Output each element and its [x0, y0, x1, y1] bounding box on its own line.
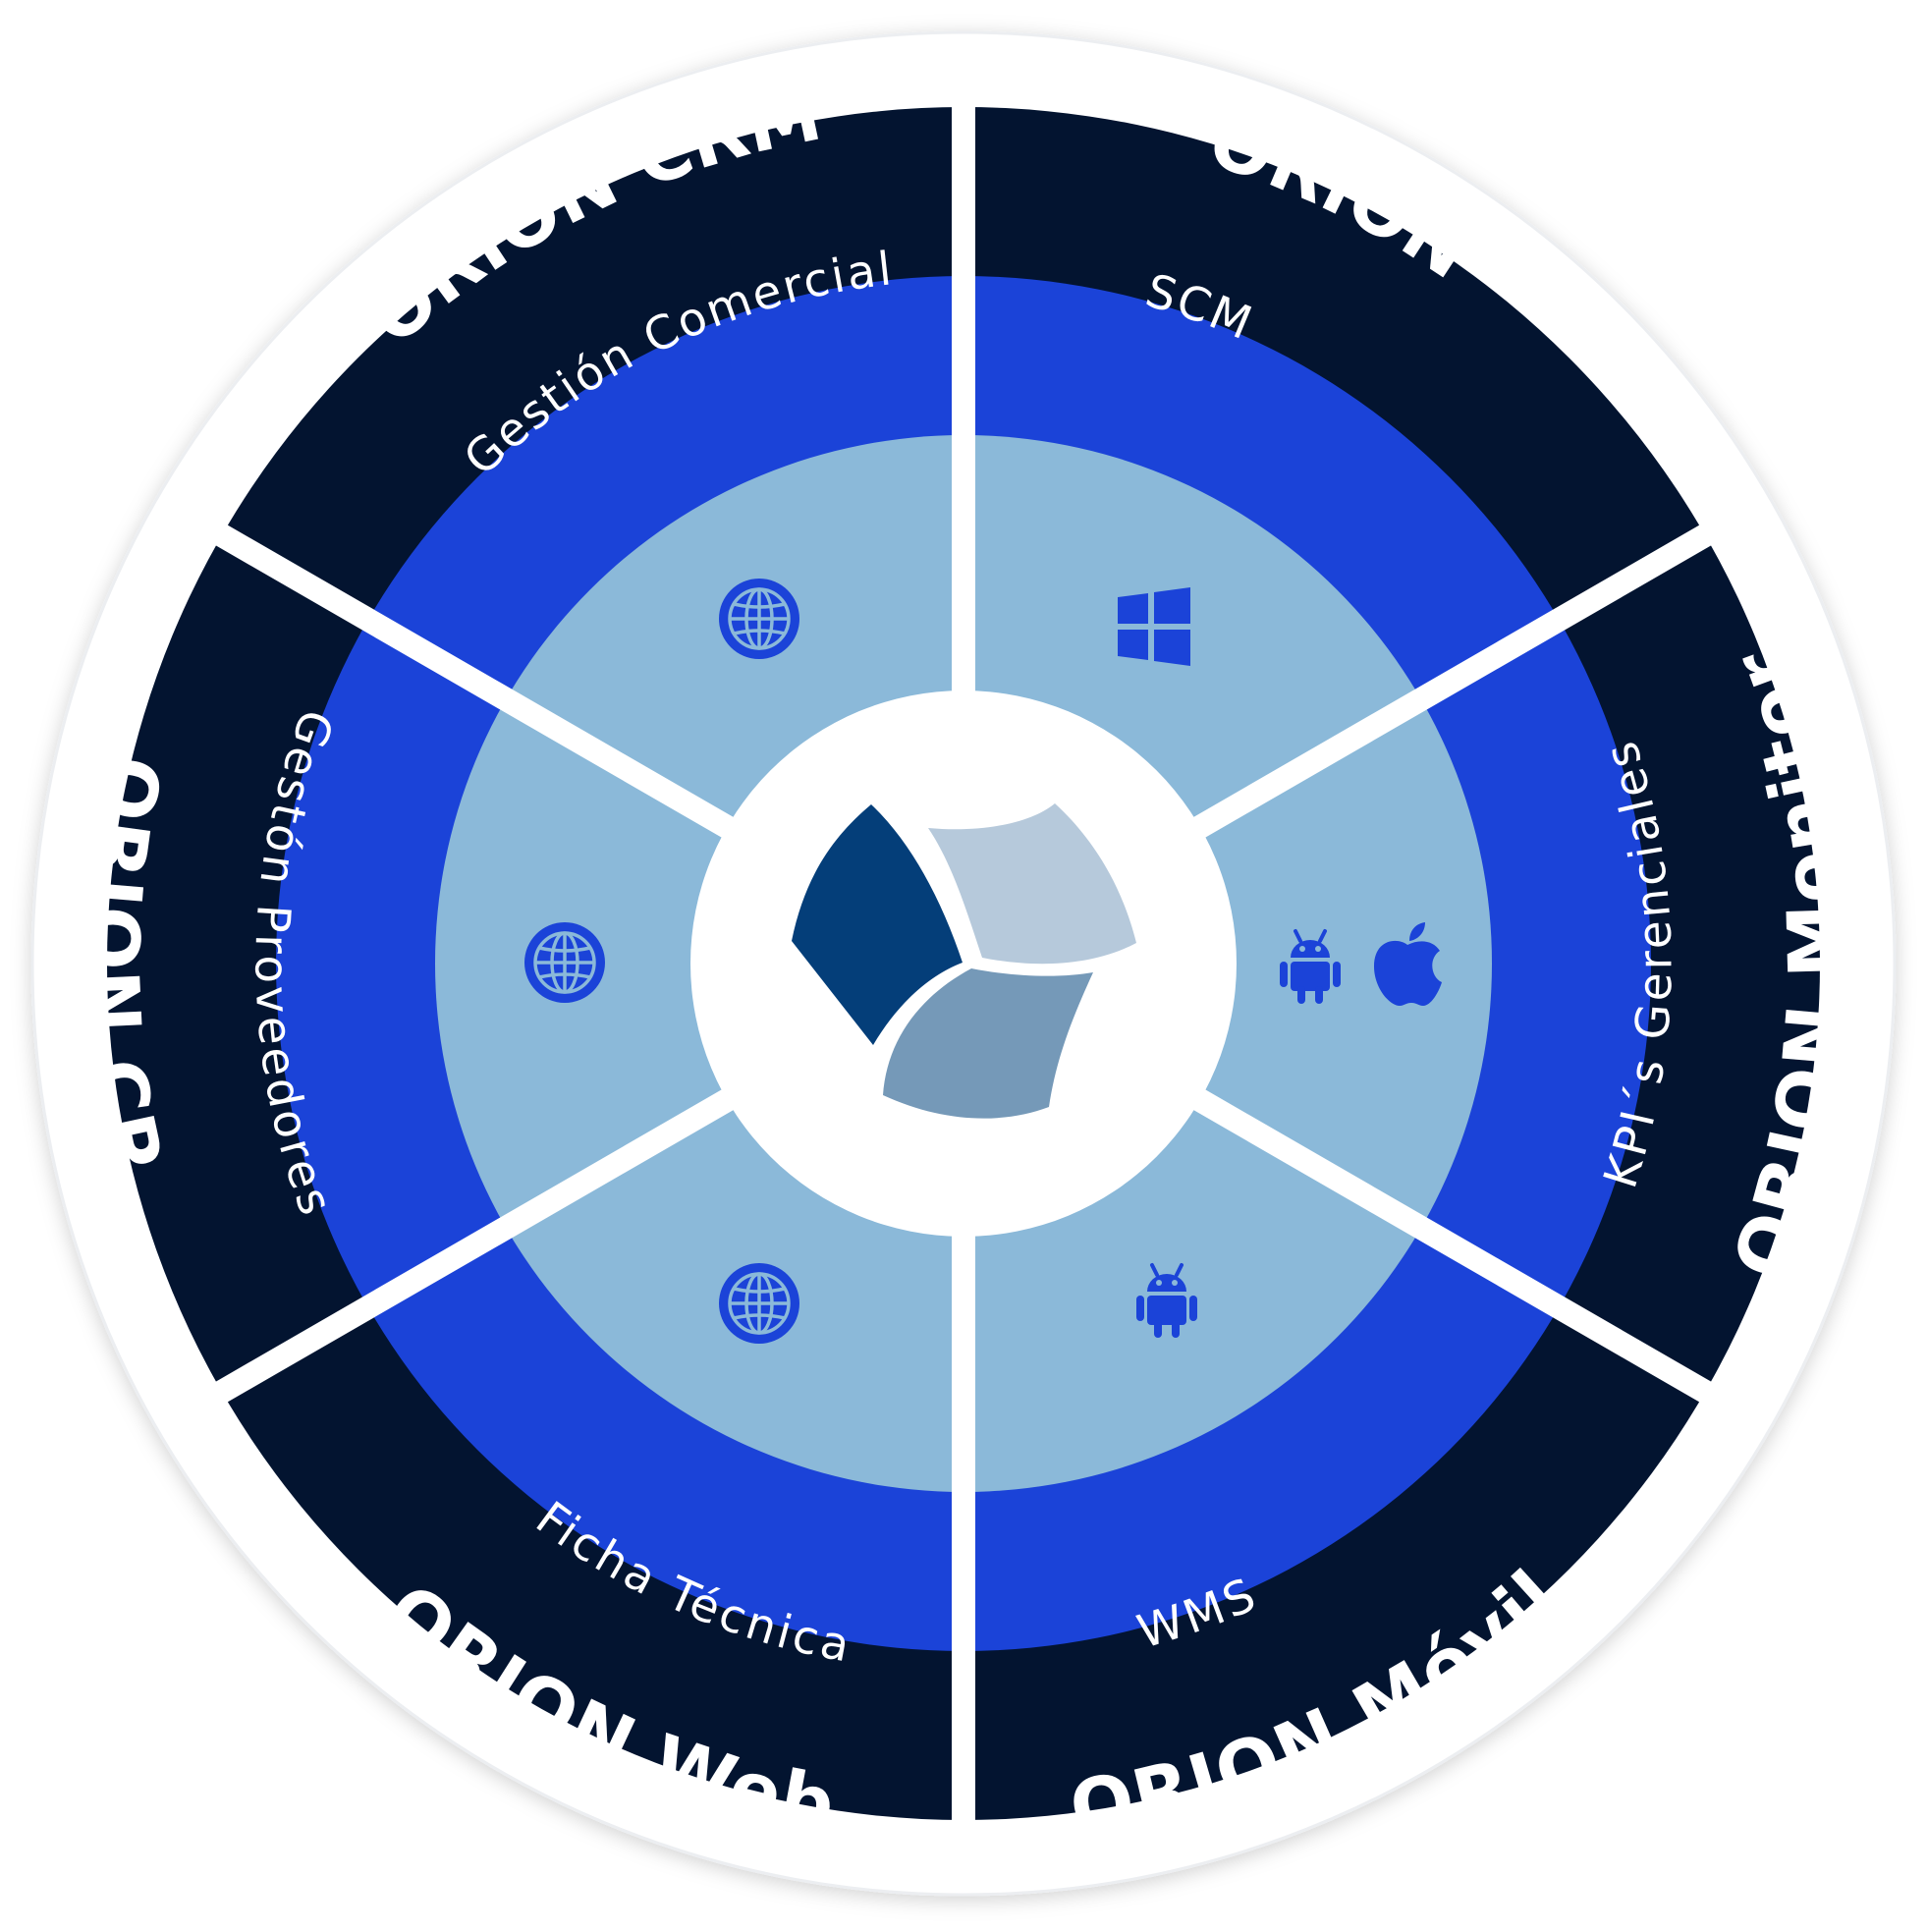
center-hub	[690, 690, 1237, 1237]
apple-icon	[1374, 922, 1442, 1006]
android-icon	[1280, 929, 1341, 1004]
platform-icons	[524, 579, 1442, 1344]
orion-logo	[792, 803, 1136, 1119]
globe-icon	[719, 579, 799, 659]
segment-separator	[192, 1085, 741, 1416]
logo-petal-dark	[792, 804, 963, 1045]
logo-petal-light	[928, 803, 1136, 965]
segment-separators	[192, 80, 1735, 1848]
android-icon	[1136, 1263, 1197, 1338]
segment-separator	[1186, 511, 1735, 842]
logo-petal-mid	[883, 968, 1093, 1119]
windows-icon	[1118, 587, 1190, 666]
globe-icon	[524, 922, 605, 1003]
globe-icon	[719, 1263, 799, 1344]
segment-separator	[1186, 1085, 1735, 1416]
segment-separator	[192, 511, 741, 842]
